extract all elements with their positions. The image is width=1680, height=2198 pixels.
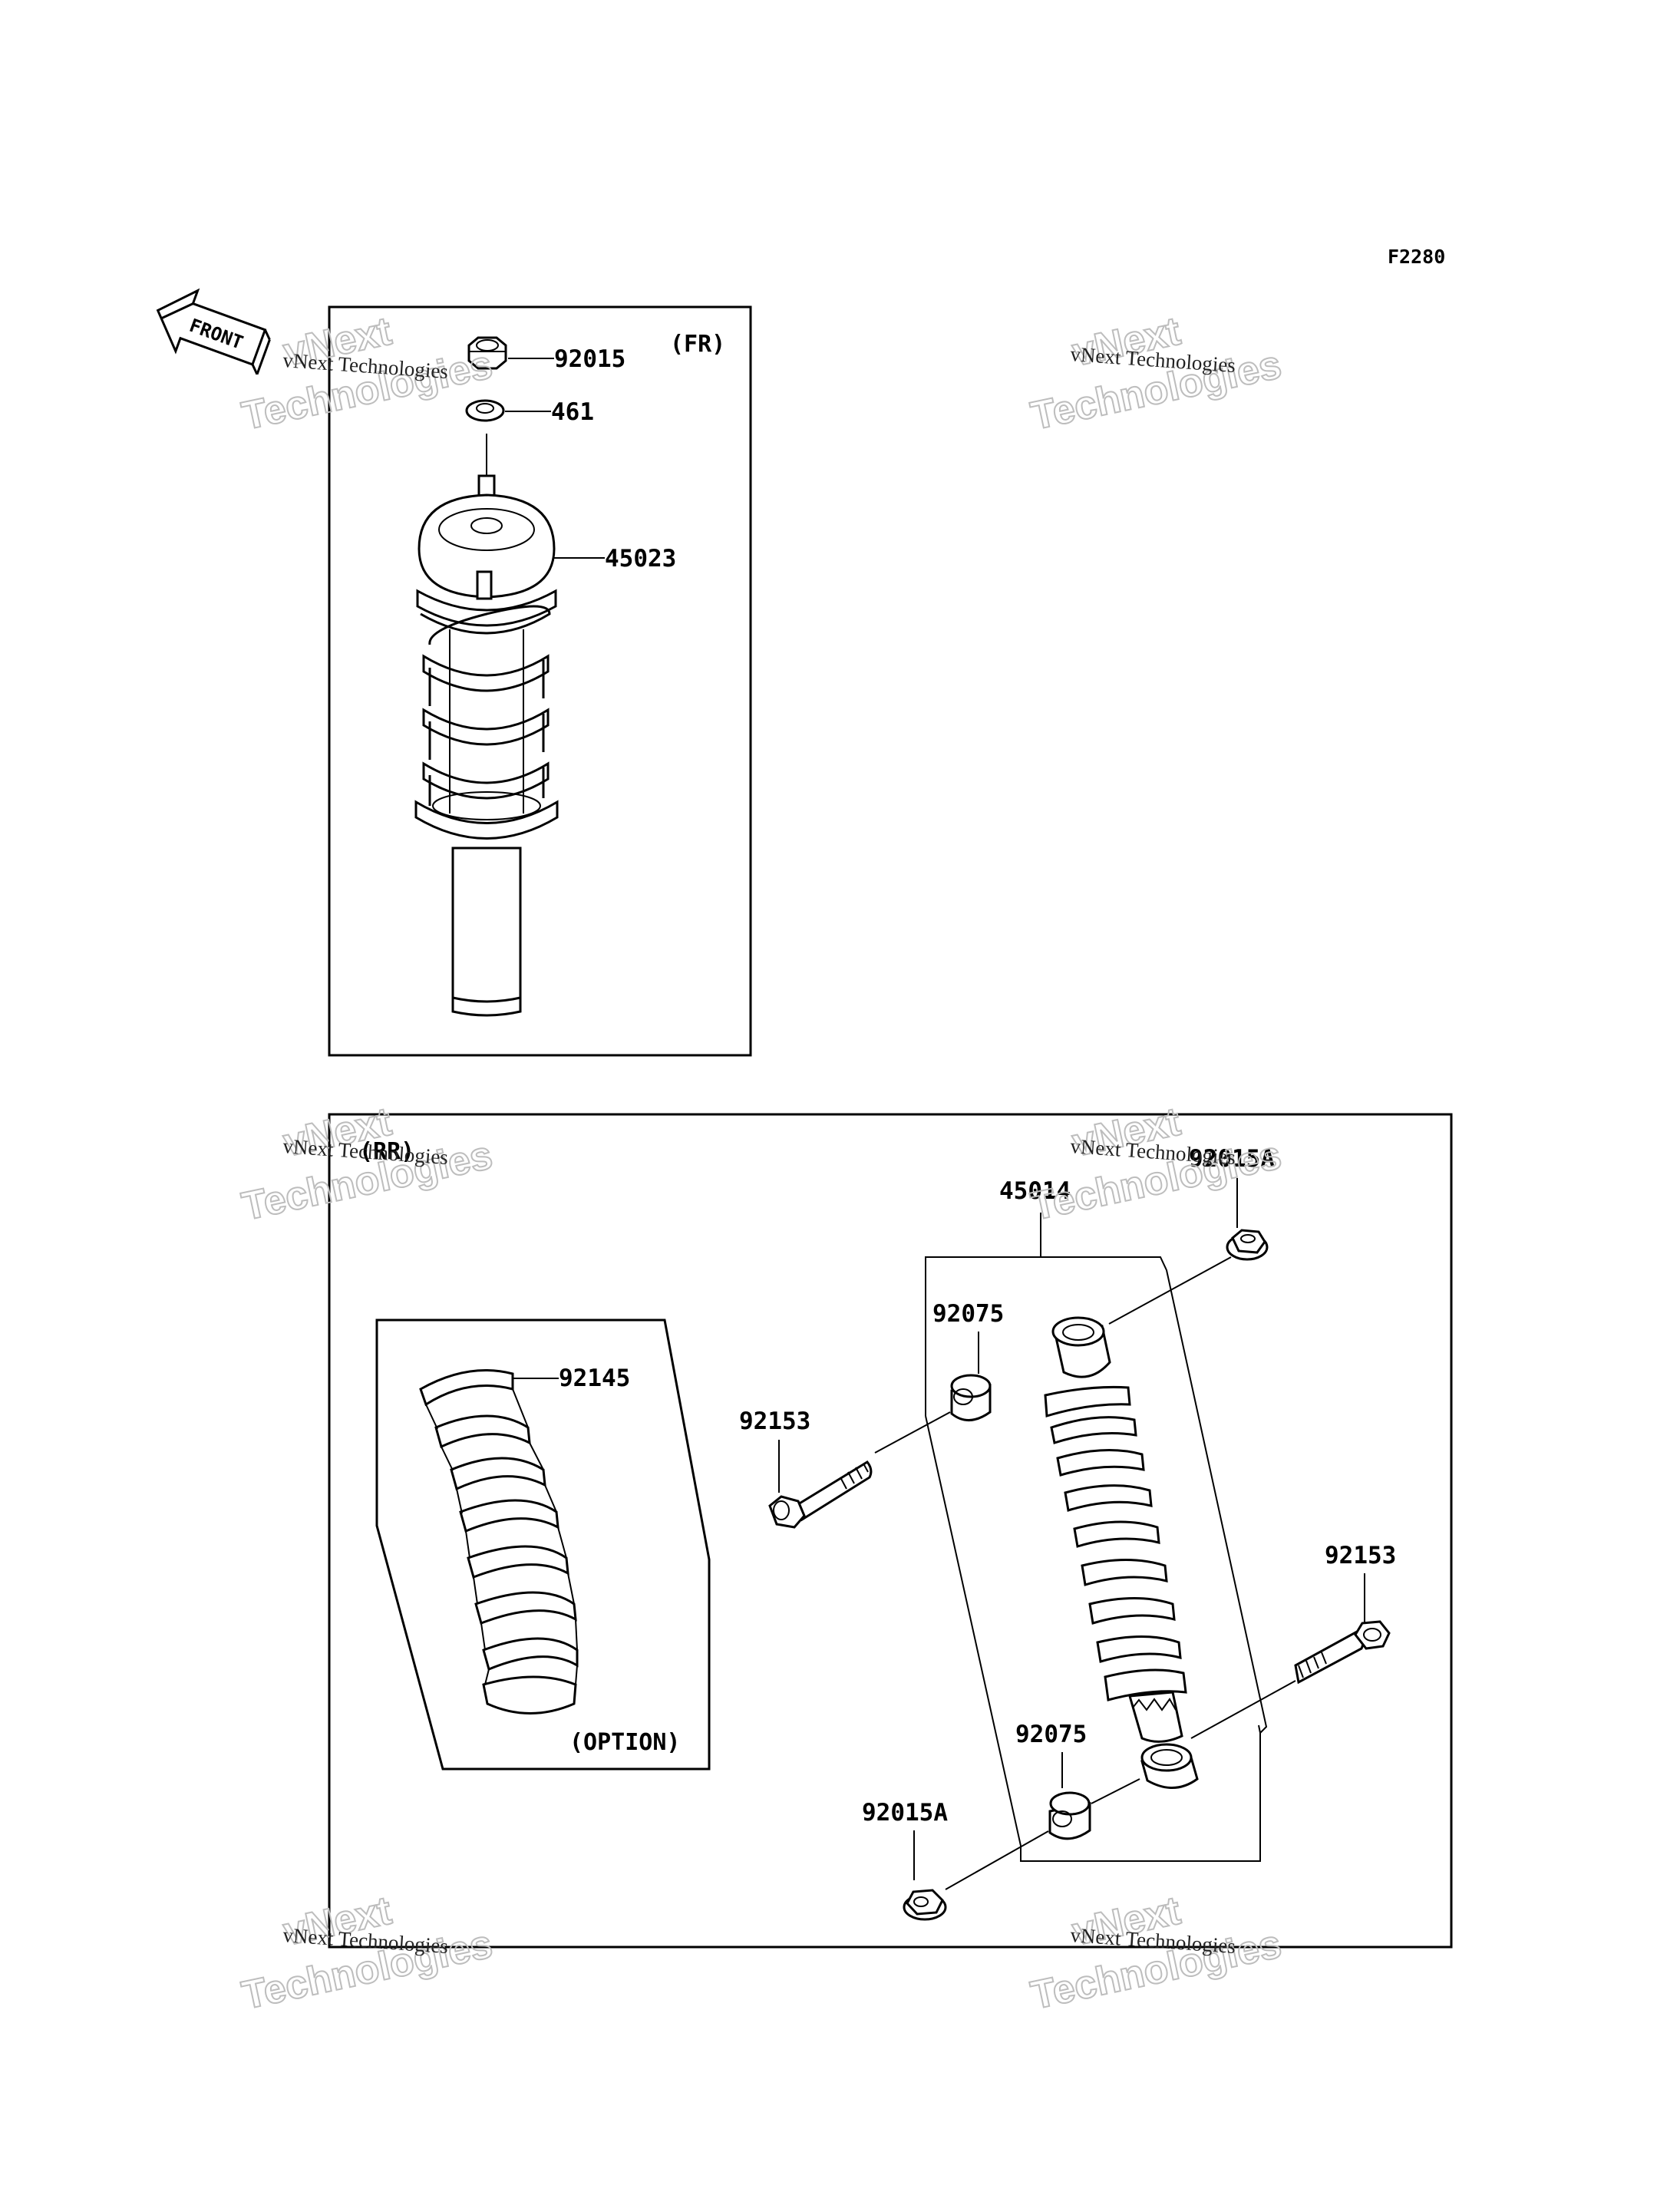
collar-92075-bottom-icon	[1048, 1791, 1091, 1840]
nut-92015-icon	[467, 336, 507, 370]
axis-line-bottom-collar	[1091, 1778, 1140, 1804]
part-label-45014: 45014	[999, 1177, 1071, 1205]
axis-line-bottom	[945, 1830, 1049, 1890]
part-label-92015A-top: 92015A	[1189, 1145, 1275, 1173]
axis-line-top-bolt	[874, 1411, 951, 1454]
rear-section-frame	[328, 1113, 1453, 1949]
flange-nut-92015A-top-icon	[1226, 1229, 1269, 1261]
front-shock-absorber-icon	[414, 434, 559, 1017]
axis-line-top	[1108, 1256, 1232, 1325]
front-section-tag: (FR)	[670, 331, 725, 358]
part-label-92075-bottom: 92075	[1015, 1721, 1087, 1748]
rear-shock-absorber-icon	[1044, 1316, 1187, 1743]
part-label-45023: 45023	[605, 545, 676, 573]
part-label-92145: 92145	[559, 1365, 630, 1392]
assembly-bracket-45014	[925, 1213, 1268, 1862]
front-section: (FR) 92015 461	[328, 305, 752, 1057]
part-label-92015: 92015	[554, 345, 625, 373]
option-frame	[375, 1318, 711, 1771]
rear-section-tag: (RR)	[359, 1138, 414, 1165]
part-label-92153-right: 92153	[1325, 1542, 1396, 1569]
part-label-461: 461	[551, 398, 594, 426]
axis-line-bottom-bolt	[1190, 1680, 1296, 1739]
flange-nut-92015A-bottom-icon	[903, 1889, 947, 1921]
bolt-92153-left-icon	[768, 1460, 873, 1529]
rear-section: (RR) (OPTION) 92145 45014 92015A	[328, 1113, 1453, 1949]
figure-code: F2280	[1388, 246, 1445, 268]
part-label-92153-left: 92153	[739, 1408, 810, 1435]
front-direction-arrow-icon: FRONT	[156, 288, 271, 375]
lower-eye-collar-icon	[1140, 1743, 1199, 1789]
part-label-92075-top: 92075	[932, 1300, 1004, 1328]
coil-spring-92145-icon	[419, 1369, 579, 1715]
part-label-92015A-bottom: 92015A	[862, 1799, 948, 1827]
option-tag: (OPTION)	[569, 1729, 681, 1756]
washer-461-icon	[465, 399, 505, 422]
front-section-frame	[328, 305, 752, 1057]
collar-92075-top-icon	[950, 1374, 992, 1421]
bolt-92153-right-icon	[1294, 1620, 1391, 1685]
